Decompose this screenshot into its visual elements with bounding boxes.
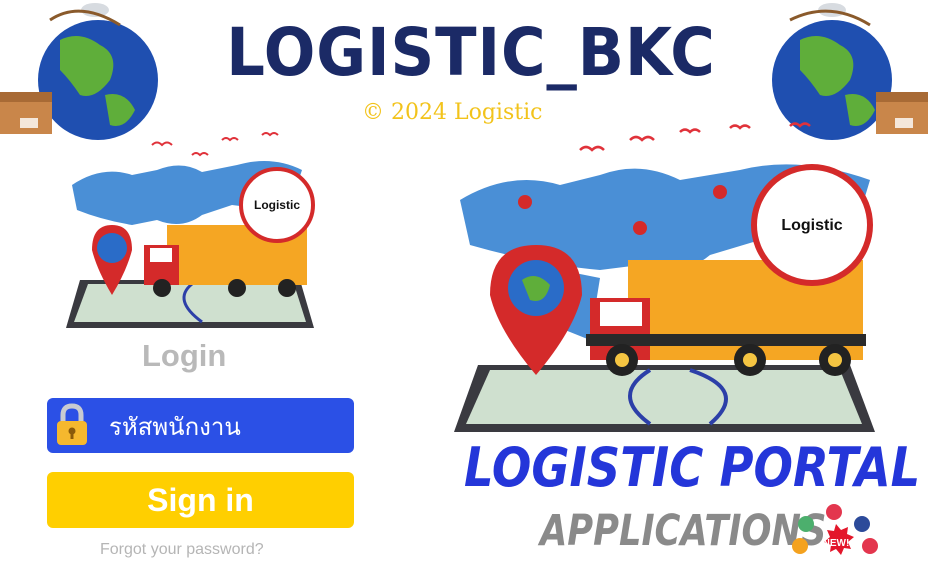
employee-id-input[interactable] xyxy=(107,398,351,455)
small-logistics-illustration: Logistic xyxy=(66,132,315,328)
portal-subtitle: APPLICATIONS xyxy=(540,506,827,556)
new-badge-icon: NEW! xyxy=(792,504,878,555)
portal-title: LOGISTIC PORTAL xyxy=(464,436,921,499)
app-title: LOGISTIC_BKC xyxy=(226,14,716,91)
small-badge-label: Logistic xyxy=(254,198,300,212)
login-heading: Login xyxy=(142,338,227,373)
large-logistics-illustration: Logistic xyxy=(454,122,875,432)
large-badge-label: Logistic xyxy=(781,217,842,234)
forgot-password-link[interactable]: Forgot your password? xyxy=(100,541,264,558)
left-globe-icon xyxy=(0,3,158,140)
new-badge-label: NEW! xyxy=(823,538,850,549)
copyright-text: © 2024 Logistic xyxy=(362,100,543,125)
lock-icon xyxy=(57,403,87,445)
employee-id-field[interactable] xyxy=(47,398,354,455)
right-globe-icon xyxy=(772,3,928,140)
signin-button[interactable]: Sign in xyxy=(47,472,354,528)
